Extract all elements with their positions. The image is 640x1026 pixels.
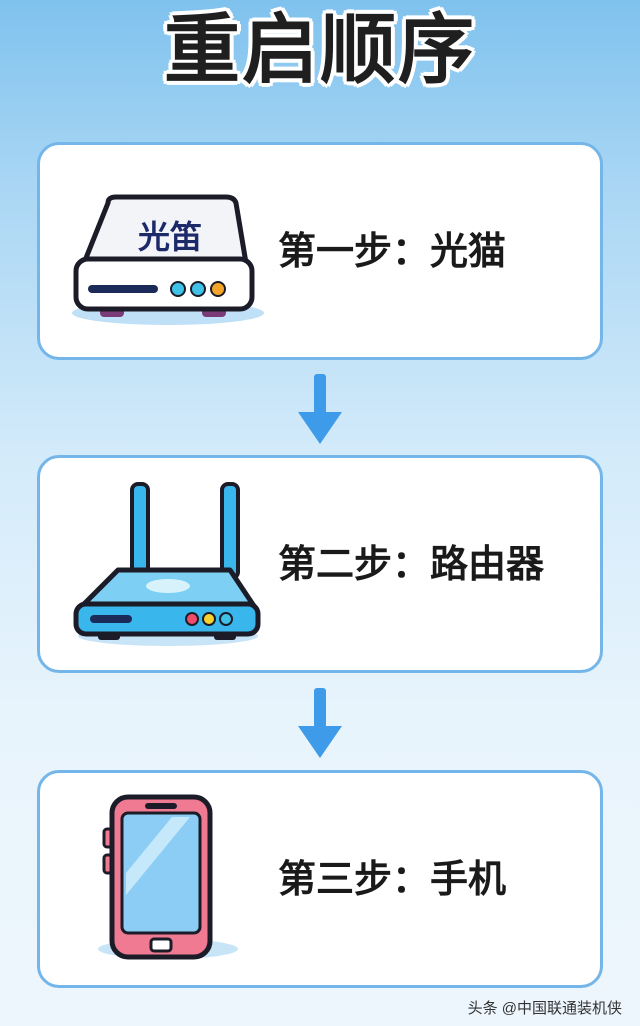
router-icon <box>68 458 268 670</box>
step-label-3: 第三步：手机 <box>278 857 507 901</box>
phone-icon <box>68 773 268 985</box>
page-title: 重启顺序 <box>163 4 476 96</box>
down-arrow-icon <box>296 688 344 760</box>
optical-modem-icon <box>68 145 268 357</box>
step-label-2: 第二步：路由器 <box>278 542 545 586</box>
step-card-phone: 第三步：手机 <box>37 770 603 988</box>
watermark: 头条 @中国联通装机侠 <box>467 1000 622 1017</box>
modem-device-label: 光笛 <box>137 218 202 256</box>
step-card-modem: 光笛 第一步：光猫 <box>37 142 603 360</box>
down-arrow-icon <box>296 374 344 446</box>
step-card-router: 第二步：路由器 <box>37 455 603 673</box>
step-label-1: 第一步：光猫 <box>278 229 507 273</box>
